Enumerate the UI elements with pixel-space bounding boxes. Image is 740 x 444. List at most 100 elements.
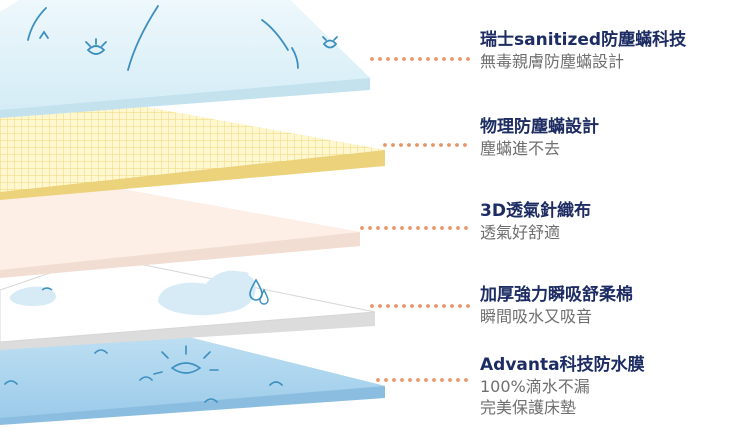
connector-dot <box>464 378 468 382</box>
connector-dot <box>424 378 428 382</box>
repel-arrow-icon <box>39 30 49 39</box>
connector-dot <box>410 304 414 308</box>
connector-dot <box>384 226 388 230</box>
water-wave-icon <box>41 287 53 291</box>
water-drop-icon <box>259 288 269 305</box>
connector-dot <box>378 304 382 308</box>
connector-dot <box>416 378 420 382</box>
dust-mite-icon <box>85 38 107 55</box>
connector-dot <box>418 304 422 308</box>
connector-dot <box>360 226 364 230</box>
connector-dot <box>456 378 460 382</box>
water-wave-icon <box>139 376 153 381</box>
absorbed-water-stain <box>225 271 249 279</box>
label-sanitized-top: 瑞士sanitized防塵蟎科技 無毒親膚防塵蟎設計 <box>480 30 735 72</box>
connector-dot <box>442 57 446 61</box>
connector-dot <box>399 143 403 147</box>
connector-dot <box>378 57 382 61</box>
connector-dot <box>466 304 470 308</box>
absorbed-water-stain <box>158 270 256 316</box>
connector-dot <box>402 57 406 61</box>
connector-dot <box>447 143 451 147</box>
connector-dot <box>418 57 422 61</box>
label-title: Advanta科技防水膜 <box>480 355 645 375</box>
label-subtitle: 透氣好舒適 <box>480 223 561 242</box>
label-subtitle: 瞬間吸水又吸音 <box>480 307 593 326</box>
label-subtitle: 塵蟎進不去 <box>480 139 561 158</box>
connector-dot <box>434 57 438 61</box>
connector-dot <box>464 226 468 230</box>
connector-dot <box>416 226 420 230</box>
water-splash-icon <box>153 345 219 375</box>
connector-dot <box>370 57 374 61</box>
label-3d-knit: 3D透氣針織布 透氣好舒適 <box>480 201 735 243</box>
connector-dot <box>407 143 411 147</box>
connector-dot <box>440 226 444 230</box>
layer-sanitized-top <box>0 0 370 118</box>
water-wave-icon <box>204 398 218 403</box>
connector-dot <box>368 226 372 230</box>
connector-dot <box>391 143 395 147</box>
connector-dot <box>392 378 396 382</box>
connector-dot <box>424 226 428 230</box>
connector-dot <box>456 226 460 230</box>
connector-dot <box>432 378 436 382</box>
connector-dot <box>442 304 446 308</box>
connector-dot <box>458 304 462 308</box>
connector-dot <box>448 378 452 382</box>
label-title: 瑞士sanitized防塵蟎科技 <box>480 30 687 50</box>
connector-dot <box>450 57 454 61</box>
connector-dot <box>402 304 406 308</box>
water-wave-icon <box>4 380 18 385</box>
label-title: 物理防塵蟎設計 <box>480 117 599 137</box>
connector-dot <box>376 378 380 382</box>
layer-mesh-face <box>0 90 385 192</box>
label-title: 加厚強力瞬吸舒柔棉 <box>480 285 633 305</box>
connector-dot <box>431 143 435 147</box>
layer-3d-knit-face <box>0 178 360 270</box>
connector-dot <box>384 378 388 382</box>
connector-dot <box>392 226 396 230</box>
water-drop-icon <box>249 278 263 301</box>
label-mesh: 物理防塵蟎設計 塵蟎進不去 <box>480 117 735 159</box>
connector-dot <box>448 226 452 230</box>
connector-dot <box>463 143 467 147</box>
connector-lines <box>360 57 470 382</box>
label-waterproof-membrane: Advanta科技防水膜 100%滴水不漏 完美保護床墊 <box>480 355 735 418</box>
connector-dot <box>439 143 443 147</box>
connector-dot <box>415 143 419 147</box>
connector-dots-0 <box>370 57 470 61</box>
connector-dot <box>426 304 430 308</box>
connector-dot <box>370 304 374 308</box>
label-subtitle: 無毒親膚防塵蟎設計 <box>480 52 625 71</box>
connector-dot <box>450 304 454 308</box>
connector-dots-4 <box>376 378 468 382</box>
connector-dot <box>432 226 436 230</box>
connector-dot <box>423 143 427 147</box>
layer-sanitized-top-face <box>0 0 370 110</box>
connector-dots-3 <box>370 304 470 308</box>
connector-dot <box>426 57 430 61</box>
label-absorbent-cotton: 加厚強力瞬吸舒柔棉 瞬間吸水又吸音 <box>480 285 735 327</box>
absorbed-water-stain <box>9 286 56 306</box>
repel-arrow-icon <box>27 7 47 41</box>
layer-waterproof-membrane <box>0 330 385 425</box>
water-wave-icon <box>269 381 283 386</box>
connector-dot <box>455 143 459 147</box>
repel-arrow-icon <box>261 19 289 51</box>
connector-dot <box>386 57 390 61</box>
layer-3d-knit <box>0 178 360 278</box>
water-wave-icon <box>94 349 108 354</box>
connector-dot <box>434 304 438 308</box>
connector-dot <box>383 143 387 147</box>
connector-dot <box>386 304 390 308</box>
layer-mesh <box>0 90 385 200</box>
connector-dot <box>458 57 462 61</box>
connector-dot <box>410 57 414 61</box>
connector-dot <box>408 378 412 382</box>
label-subtitle: 100%滴水不漏 <box>480 377 590 396</box>
connector-dot <box>394 57 398 61</box>
connector-dot <box>440 378 444 382</box>
repel-arrow-icon <box>127 5 159 71</box>
